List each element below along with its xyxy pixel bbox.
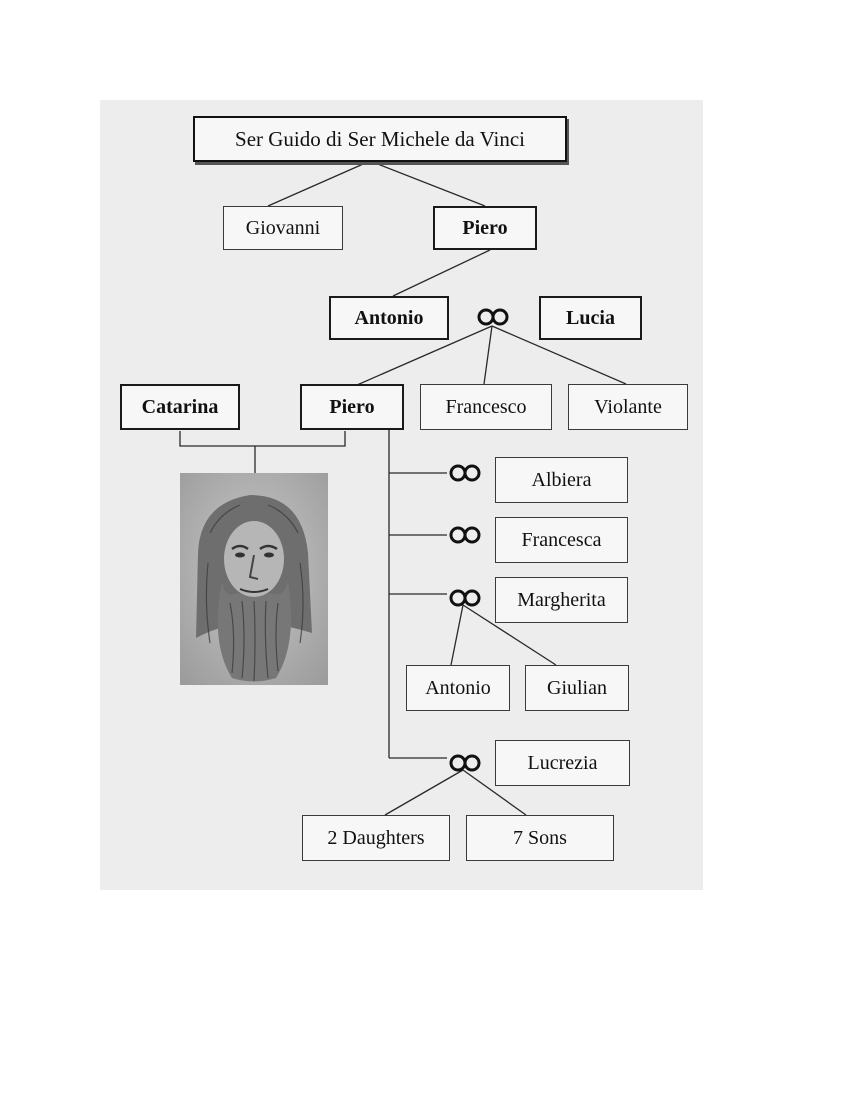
person-box-violante: Violante — [568, 384, 688, 430]
person-label: Albiera — [531, 468, 592, 491]
person-label: Catarina — [141, 395, 219, 418]
person-label: Piero — [329, 395, 375, 418]
person-box-sons: 7 Sons — [466, 815, 614, 861]
person-box-antonio-son: Antonio — [406, 665, 510, 711]
person-label: Lucia — [566, 306, 615, 329]
marriage-rings-icon — [449, 526, 481, 544]
person-label: Margherita — [517, 588, 606, 611]
person-label: 2 Daughters — [327, 826, 425, 849]
root-person-box: Ser Guido di Ser Michele da Vinci — [193, 116, 567, 162]
person-label: 7 Sons — [513, 826, 567, 849]
person-label: Lucrezia — [527, 751, 598, 774]
person-box-lucia: Lucia — [539, 296, 642, 340]
marriage-rings-icon — [449, 754, 481, 772]
root-person-label: Ser Guido di Ser Michele da Vinci — [235, 126, 525, 151]
person-label: Giovanni — [245, 216, 321, 239]
person-label: Giulian — [547, 676, 607, 699]
person-box-margherita: Margherita — [495, 577, 628, 623]
leonardo-portrait-image — [180, 473, 328, 685]
person-box-daughters: 2 Daughters — [302, 815, 450, 861]
person-box-lucrezia: Lucrezia — [495, 740, 630, 786]
marriage-rings-icon — [449, 589, 481, 607]
marriage-rings-icon — [477, 308, 509, 326]
person-box-antonio: Antonio — [329, 296, 449, 340]
marriage-rings-icon — [449, 464, 481, 482]
person-box-piero-elder: Piero — [433, 206, 537, 250]
person-box-catarina: Catarina — [120, 384, 240, 430]
person-box-albiera: Albiera — [495, 457, 628, 503]
person-label: Antonio — [425, 676, 491, 699]
person-box-piero: Piero — [300, 384, 404, 430]
person-box-francesco: Francesco — [420, 384, 552, 430]
person-box-francesca: Francesca — [495, 517, 628, 563]
person-label: Francesca — [521, 528, 602, 551]
person-label: Violante — [594, 395, 662, 418]
person-box-giovanni: Giovanni — [223, 206, 343, 250]
person-label: Francesco — [445, 395, 527, 418]
person-label: Antonio — [354, 306, 424, 329]
person-label: Piero — [462, 216, 508, 239]
person-box-giulian: Giulian — [525, 665, 629, 711]
